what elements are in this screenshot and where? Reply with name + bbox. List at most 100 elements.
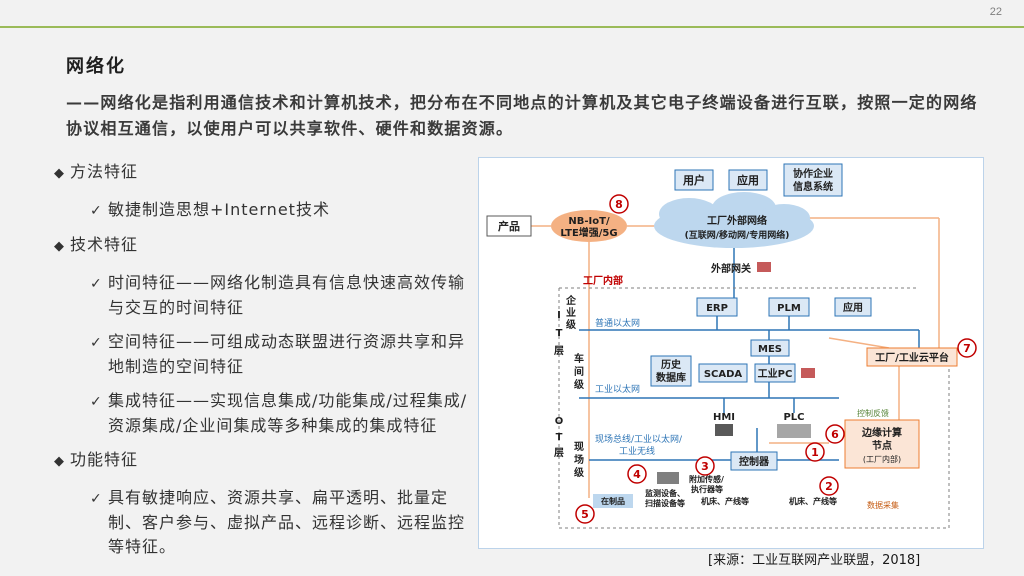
edge-node-box (844, 419, 920, 469)
bullet-tech-item-integration: ✓ 集成特征——实现信息集成/功能集成/过程集成/资源集成/企业间集成等多种集成的… (90, 389, 474, 438)
marker-7-label: 7 (963, 342, 971, 355)
bullet-method-item: ✓敏捷制造思想+Internet技术 (90, 198, 474, 223)
sensor-label-1: 附加传感/ (689, 474, 724, 484)
app-label: 应用 (737, 173, 759, 187)
check-bullet-icon: ✓ (90, 491, 103, 507)
diamond-bullet-icon: ◆ (54, 454, 65, 469)
level-it-2: T (556, 328, 563, 339)
check-bullet-icon: ✓ (90, 203, 103, 219)
controller-label: 控制器 (739, 455, 770, 468)
bullet-item-text: 时间特征——网络化制造具有信息快速高效传输与交互的时间特征 (108, 273, 466, 317)
top-divider (0, 26, 1024, 28)
level-ot-3: 层 (554, 447, 564, 459)
bullet-label: 技术特征 (70, 235, 139, 254)
app2-box (834, 297, 872, 317)
diamond-bullet-icon: ◆ (54, 166, 65, 181)
diamond-bullet-icon: ◆ (54, 239, 65, 254)
hmi-icon (715, 424, 733, 436)
bullet-tech-item-time: ✓时间特征——网络化制造具有信息快速高效传输与交互的时间特征 (90, 271, 474, 320)
fieldbus-label-1: 现场总线/工业以太网/ (595, 433, 683, 445)
marker-3-label: 3 (701, 460, 709, 473)
level-field-3: 级 (573, 466, 585, 479)
level-enterprise-2: 业 (566, 306, 576, 319)
wip-label: 在制品 (601, 496, 625, 506)
bullet-item-text: 具有敏捷响应、资源共享、扁平透明、批量定制、客户参与、虚拟产品、远程诊断、远程监… (108, 488, 466, 556)
marker-2 (819, 476, 839, 496)
marker-6 (825, 424, 845, 444)
level-it-1: I (557, 310, 561, 321)
product-box (486, 215, 532, 237)
erp-box (696, 297, 738, 317)
bullet-label: 方法特征 (70, 162, 139, 181)
nbiot-label-2: LTE增强/5G (560, 226, 617, 239)
app2-label: 应用 (843, 301, 863, 314)
controller-box (730, 451, 778, 471)
slide-title: 网络化 (66, 56, 126, 77)
level-enterprise-3: 级 (565, 318, 577, 331)
level-field-2: 场 (574, 453, 584, 466)
partner-box (783, 163, 843, 197)
level-enterprise-1: 企 (565, 294, 577, 307)
level-ot-1: O (555, 416, 564, 427)
hist-db-box (650, 355, 692, 387)
intro-text: ——网络化是指利用通信技术和计算机技术，把分布在不同地点的计算机及其它电子终端设… (66, 93, 978, 138)
bullet-tech: ◆ 技术特征 (54, 233, 474, 259)
edge-node-label-3: (工厂内部) (863, 454, 901, 464)
marker-1-label: 1 (811, 446, 819, 459)
data-collect-label: 数据采集 (867, 500, 899, 510)
cloud-label-1: 工厂外部网络 (707, 214, 767, 227)
scada-box (698, 363, 748, 383)
plc-icon (777, 424, 811, 438)
product-label: 产品 (498, 219, 520, 233)
marker-2-label: 2 (825, 480, 833, 493)
bullet-function-item: ✓ 具有敏捷响应、资源共享、扁平透明、批量定制、客户参与、虚拟产品、远程诊断、远程… (90, 486, 474, 559)
marker-3 (695, 456, 715, 476)
ethernet-label: 普通以太网 (595, 317, 640, 329)
marker-5 (575, 504, 595, 524)
marker-7 (957, 338, 977, 358)
cloud-shape (654, 192, 814, 248)
marker-5-label: 5 (581, 508, 589, 521)
hist-db-label-2: 数据库 (656, 371, 686, 384)
bullet-label: 功能特征 (70, 450, 139, 469)
machine-label-2: 机床、产线等 (789, 496, 837, 506)
monitor-label-2: 扫描设备等 (645, 498, 685, 508)
marker-6-label: 6 (831, 428, 839, 441)
check-bullet-icon: ✓ (90, 335, 103, 351)
marker-4-label: 4 (633, 468, 641, 481)
cloud-platform-box (866, 347, 958, 367)
app-box (728, 169, 768, 191)
gateway-label: 外部网关 (710, 262, 751, 275)
firewall-icon-2 (801, 368, 815, 378)
nbiot-label-1: NB-IoT/ (568, 216, 610, 227)
check-bullet-icon: ✓ (90, 394, 103, 410)
firewall-icon (757, 262, 771, 272)
plm-label: PLM (777, 303, 801, 314)
level-workshop-2: 间 (574, 365, 584, 378)
wip-box (593, 494, 633, 508)
bullet-function: ◆ 功能特征 (54, 448, 474, 474)
level-workshop-1: 车 (574, 352, 584, 365)
hmi-label: HMI (713, 412, 735, 423)
nbiot-ellipse (551, 210, 627, 242)
source-citation: [来源：工业互联网产业联盟，2018] (708, 553, 921, 568)
edge-node-label-2: 节点 (872, 439, 892, 452)
user-box (674, 169, 714, 191)
level-it-3: 层 (554, 345, 564, 357)
plm-box (768, 297, 810, 317)
monitor-label-1: 监测设备、 (645, 488, 685, 498)
ind-ethernet-label: 工业以太网 (595, 383, 640, 395)
edge-node-label-1: 边缘计算 (861, 426, 902, 439)
bullet-method: ◆ 方法特征 (54, 160, 474, 186)
fieldbus-label-2: 工业无线 (619, 445, 655, 457)
hist-db-label-1: 历史 (661, 358, 682, 371)
scada-label: SCADA (704, 369, 743, 380)
marker-4 (627, 464, 647, 484)
bullet-tech-item-space: ✓空间特征——可组成动态联盟进行资源共享和异地制造的空间特征 (90, 330, 474, 379)
marker-8 (609, 194, 629, 214)
mes-label: MES (758, 344, 782, 355)
bullet-item-text: 集成特征——实现信息集成/功能集成/过程集成/资源集成/企业间集成等多种集成的集… (108, 391, 468, 435)
user-label: 用户 (683, 173, 705, 187)
monitor-icon (657, 472, 679, 484)
sensor-label-2: 执行器等 (691, 484, 723, 494)
